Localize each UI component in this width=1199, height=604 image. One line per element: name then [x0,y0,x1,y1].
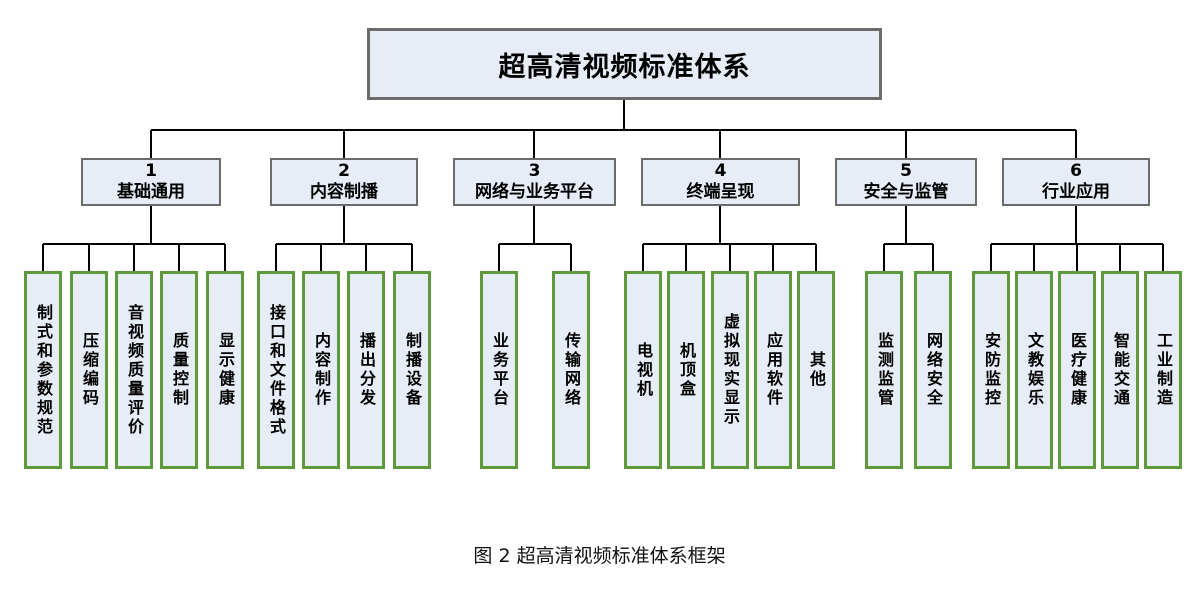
leaf-box: 质量控制 [160,271,198,469]
leaf-label: 工业制造 [1154,332,1173,408]
leaf-box: 制式和参数规范 [24,271,62,469]
category-box-1: 1 基础通用 [81,158,221,206]
leaf-box: 安防监控 [972,271,1010,469]
leaf-label: 接口和文件格式 [267,303,286,437]
category-number: 2 [338,161,350,181]
leaf-label: 电视机 [634,341,653,399]
category-box-3: 3 网络与业务平台 [453,158,616,206]
leaf-label: 文教娱乐 [1025,332,1044,408]
leaf-box: 业务平台 [480,271,518,469]
leaf-label: 其他 [807,351,826,389]
leaf-box: 其他 [797,271,835,469]
category-label: 终端呈现 [686,182,755,202]
leaf-label: 显示健康 [216,332,235,408]
leaf-box: 医疗健康 [1058,271,1096,469]
leaf-box: 接口和文件格式 [257,271,295,469]
category-box-4: 4 终端呈现 [641,158,800,206]
leaf-label: 质量控制 [170,332,189,408]
leaf-box: 文教娱乐 [1015,271,1053,469]
leaf-label: 音视频质量评价 [125,303,144,437]
leaf-box: 音视频质量评价 [115,271,153,469]
leaf-label: 虚拟现实显示 [721,313,740,427]
leaf-box: 电视机 [624,271,662,469]
leaf-box: 压缩编码 [70,271,108,469]
leaf-label: 内容制作 [312,332,331,408]
leaf-label: 制播设备 [403,332,422,408]
leaf-label: 医疗健康 [1068,332,1087,408]
category-label: 基础通用 [117,182,185,202]
leaf-label: 智能交通 [1111,332,1130,408]
category-box-5: 5 安全与监管 [835,158,977,206]
category-number: 1 [145,161,157,181]
leaf-box: 播出分发 [347,271,385,469]
leaf-box: 内容制作 [302,271,340,469]
leaf-box: 传输网络 [552,271,590,469]
leaf-label: 机顶盒 [677,341,696,399]
leaf-box: 工业制造 [1144,271,1182,469]
leaf-box: 应用软件 [754,271,792,469]
leaf-box: 机顶盒 [667,271,705,469]
leaf-label: 安防监控 [982,332,1001,408]
category-number: 4 [714,161,727,181]
category-number: 6 [1070,161,1082,181]
leaf-label: 应用软件 [764,332,783,408]
category-label: 网络与业务平台 [475,182,594,202]
category-label: 行业应用 [1042,182,1110,202]
leaf-box: 智能交通 [1101,271,1139,469]
category-box-6: 6 行业应用 [1002,158,1150,206]
leaf-box: 显示健康 [206,271,244,469]
leaf-box: 制播设备 [393,271,431,469]
leaf-box: 网络安全 [914,271,952,469]
leaf-label: 业务平台 [490,332,509,408]
leaf-label: 制式和参数规范 [34,303,53,437]
category-label: 内容制播 [310,182,378,202]
category-box-2: 2 内容制播 [270,158,418,206]
category-number: 5 [900,161,912,181]
figure-caption: 图 2 超高清视频标准体系框架 [473,545,726,567]
leaf-label: 传输网络 [562,332,581,408]
leaf-label: 压缩编码 [80,332,99,408]
category-label: 安全与监管 [863,182,949,202]
leaf-label: 监测监管 [875,332,894,408]
leaf-box: 虚拟现实显示 [711,271,749,469]
leaf-label: 播出分发 [357,332,376,408]
leaf-box: 监测监管 [865,271,903,469]
root-box: 超高清视频标准体系 [367,28,882,100]
category-number: 3 [528,161,541,181]
root-title: 超高清视频标准体系 [498,51,751,83]
leaf-label: 网络安全 [924,332,943,408]
